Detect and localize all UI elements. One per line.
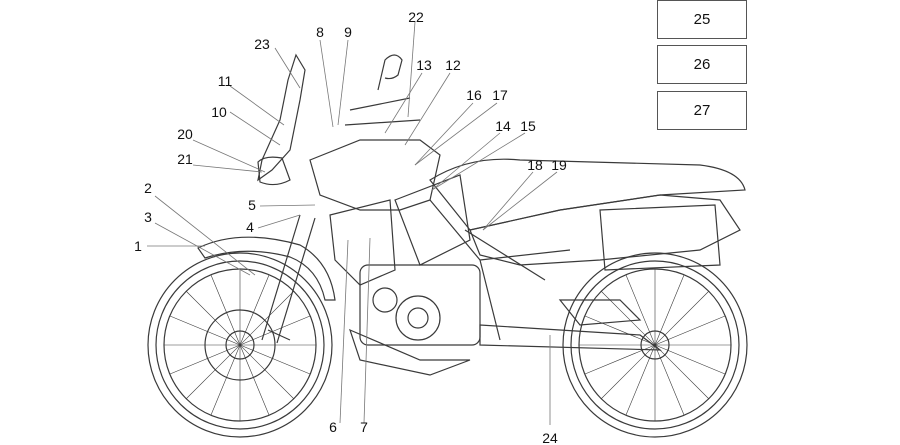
main-frame (429, 199, 571, 341)
front-fork (261, 214, 316, 344)
callout-3: 3 (144, 209, 152, 225)
callout-10: 10 (211, 104, 227, 120)
handlebar (344, 97, 421, 126)
exhaust (558, 299, 642, 326)
legend-box-27: 27 (657, 91, 747, 130)
skid-plate (349, 328, 471, 376)
callout-2: 2 (144, 180, 152, 196)
callout-8: 8 (316, 24, 324, 40)
legend-box-26: 26 (657, 45, 747, 84)
motorcycle-drawing (147, 53, 748, 438)
seat (429, 158, 746, 231)
legend-box-label: 27 (693, 102, 711, 119)
callout-4: 4 (246, 219, 254, 235)
front-wheel (147, 252, 333, 438)
headlight (257, 156, 291, 186)
callout-19: 19 (551, 157, 567, 173)
rear-subframe (469, 194, 741, 266)
callout-16: 16 (466, 87, 482, 103)
callout-9: 9 (344, 24, 352, 40)
legend-box-label: 26 (693, 56, 711, 73)
swingarm (479, 324, 662, 351)
callout-11: 11 (218, 73, 233, 89)
callout-22: 22 (408, 9, 424, 25)
rear-wheel (562, 252, 748, 438)
callout-labels: 1 2 3 4 5 6 7 8 9 10 11 12 13 14 15 16 1… (134, 9, 567, 445)
callout-12: 12 (445, 57, 461, 73)
callout-20: 20 (177, 126, 193, 142)
front-fender (197, 236, 336, 301)
radiator-shroud (394, 174, 471, 266)
fuel-tank (309, 139, 441, 211)
callout-6: 6 (329, 419, 337, 435)
front-fairing (257, 53, 306, 182)
callout-1: 1 (134, 238, 142, 254)
callout-24: 24 (542, 430, 558, 445)
callout-14: 14 (495, 118, 511, 134)
engine (359, 264, 481, 346)
callout-21: 21 (177, 151, 193, 167)
callout-17: 17 (492, 87, 508, 103)
side-panel-lower (329, 199, 396, 286)
callout-7: 7 (360, 419, 368, 435)
callout-18: 18 (527, 157, 543, 173)
legend-box-25: 25 (657, 0, 747, 39)
legend-box-label: 25 (693, 11, 711, 28)
luggage-case (599, 204, 721, 271)
leader-lines (147, 21, 558, 425)
callout-23: 23 (254, 36, 270, 52)
callout-13: 13 (416, 57, 432, 73)
callout-5: 5 (248, 197, 256, 213)
callout-15: 15 (520, 118, 536, 134)
mirror (377, 54, 403, 91)
